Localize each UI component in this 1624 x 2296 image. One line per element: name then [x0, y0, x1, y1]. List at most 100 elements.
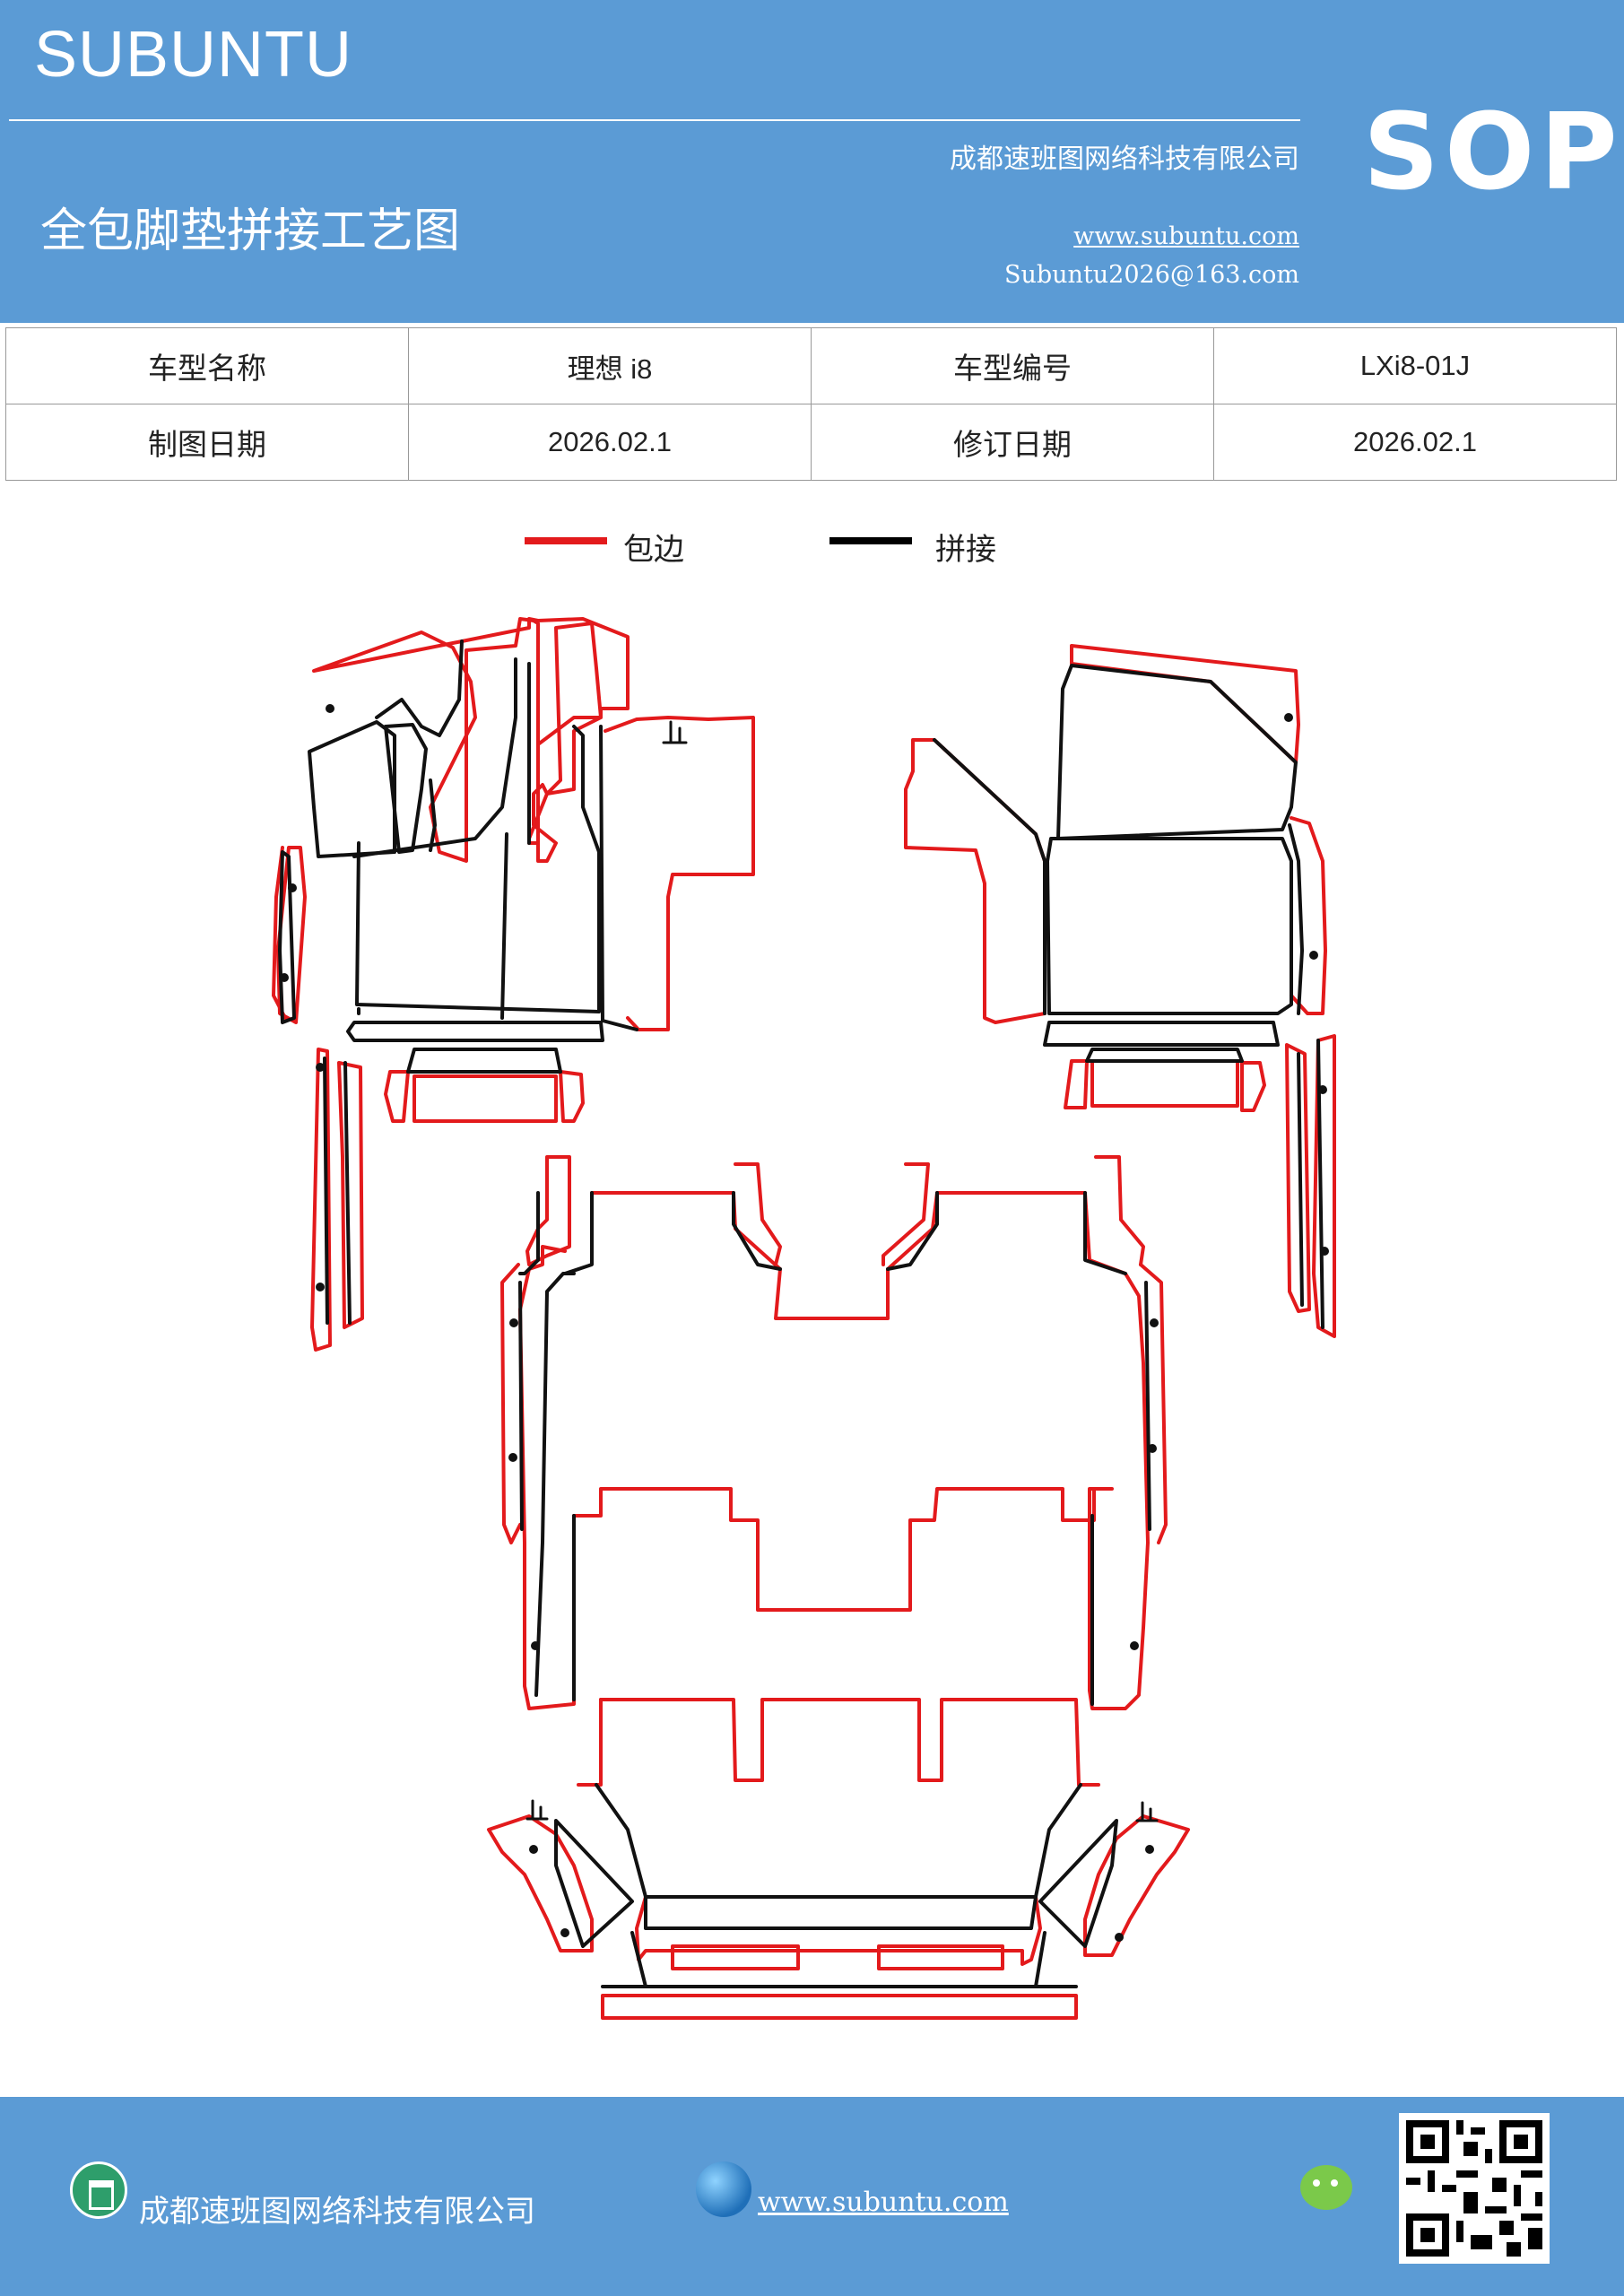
building-icon	[70, 2161, 127, 2219]
label-draw-date: 制图日期	[5, 404, 409, 481]
document-title: 全包脚垫拼接工艺图	[40, 204, 461, 258]
mat-piece-middle-row-main	[518, 1191, 1150, 1710]
seam-driver-left-sill	[278, 850, 296, 1024]
brand-logo-text: SUBUNTU	[34, 19, 353, 91]
clip-dot	[326, 704, 334, 713]
mat-piece-middle-row-right-top	[1094, 1155, 1145, 1266]
clip-dot	[1320, 1247, 1329, 1256]
seam-third-row	[595, 1783, 1082, 1899]
clip-dot	[508, 1453, 517, 1462]
stop-mark	[1135, 1801, 1159, 1822]
legend-label-edge: 包边	[623, 532, 684, 568]
mat-piece-middle-row	[525, 1155, 571, 1266]
mat-piece-front-left-tab	[384, 1070, 410, 1123]
legend: 包边 拼接	[525, 525, 1063, 570]
seam-middle-bottom	[572, 1514, 1094, 1706]
seam-passenger-left-strip	[933, 738, 1046, 1015]
seam-passenger-bottom	[1043, 1021, 1280, 1047]
mat-piece-driver-outer-edge	[312, 617, 630, 863]
header-banner: SUBUNTU 成都速班图网络科技有限公司 全包脚垫拼接工艺图 www.subu…	[0, 0, 1624, 323]
mat-piece-front-right-tab	[559, 1070, 585, 1123]
stop-mark	[525, 1799, 549, 1821]
mat-piece-trunk-slot-l	[671, 1944, 800, 1970]
legend-swatch-edge	[525, 537, 607, 544]
clip-dot	[1284, 713, 1293, 722]
mat-piece-front-left-bar	[413, 1074, 558, 1123]
clip-dot	[531, 1641, 540, 1650]
vehicle-info-table: 车型名称 理想 i8 车型编号 LXi8-01J 制图日期 2026.02.1 …	[5, 327, 1617, 481]
clip-dot	[280, 973, 289, 982]
legend-label-seam: 拼接	[935, 532, 996, 568]
mat-piece-middle-row-right-strip	[1139, 1263, 1168, 1544]
value-revise-date: 2026.02.1	[1213, 404, 1617, 481]
seam-driver-right-edge	[599, 725, 638, 1031]
seam-driver-mid-block	[384, 723, 428, 854]
seam-driver-upper	[375, 639, 464, 852]
clip-dot	[1309, 951, 1318, 960]
seam-driver-sills-bottom	[323, 1057, 352, 1325]
mat-piece-middle-row-ctab-r	[881, 1162, 930, 1266]
seam-middle-center	[732, 1191, 939, 1271]
seam-trunk-wing-r	[1038, 1819, 1118, 1948]
table-row: 制图日期 2026.02.1 修订日期 2026.02.1	[5, 404, 1617, 481]
mat-piece-left-sill-strip	[310, 1048, 332, 1352]
mat-piece-passenger-top-edge	[1070, 644, 1300, 764]
label-revise-date: 修订日期	[811, 404, 1214, 481]
seam-middle-inner-l	[518, 1281, 524, 1531]
clip-dot	[1145, 1845, 1154, 1854]
wechat-icon	[1300, 2165, 1352, 2210]
mat-piece-passenger-side	[1290, 816, 1327, 1015]
mat-piece-passenger-front-bar	[1090, 1059, 1239, 1108]
seam-driver-main-pad	[352, 657, 517, 1020]
seam-trunk-wing-l	[554, 1819, 634, 1948]
seam-driver-bottom-plate	[406, 1048, 562, 1074]
mat-piece-left-sill-strip-2	[337, 1061, 364, 1329]
qr-code	[1399, 2113, 1550, 2264]
value-model-code: LXi8-01J	[1213, 327, 1617, 404]
seam-passenger-main	[1046, 837, 1293, 1015]
seam-passenger-bottom-plate	[1085, 1048, 1244, 1063]
footer-banner: 成都速班图网络科技有限公司 www.subuntu.com	[0, 2097, 1624, 2296]
mat-piece-passenger-front-tab-r	[1240, 1061, 1266, 1112]
seam-driver-left-block	[308, 720, 396, 858]
header-divider	[9, 119, 1300, 121]
mat-piece-third-row-top	[599, 1698, 1100, 1787]
mat-piece-trunk-main	[635, 1895, 1042, 1966]
mat-piece-right-sill-strip	[1285, 1043, 1311, 1313]
clip-dot	[1148, 1444, 1157, 1453]
header-website-link[interactable]: www.subuntu.com	[1073, 222, 1299, 250]
clip-dot	[1130, 1641, 1139, 1650]
mat-piece-trunk-left-wing	[487, 1814, 594, 1952]
label-model-name: 车型名称	[5, 327, 409, 404]
clip-dot	[509, 1318, 518, 1327]
mat-piece-middle-row-ctab-l	[734, 1162, 782, 1266]
mat-piece-trunk-slot-r	[877, 1944, 1004, 1970]
seam-passenger-top	[1056, 664, 1298, 840]
mat-piece-trunk-bottom	[601, 1994, 1078, 2020]
clip-dot	[1318, 1085, 1327, 1094]
seam-driver-bottom	[346, 1021, 604, 1042]
sop-label: SOP	[1363, 90, 1623, 213]
clip-dot	[316, 1283, 325, 1292]
mat-piece-trunk-right-wing	[1083, 1814, 1190, 1957]
legend-swatch-seam	[829, 537, 912, 544]
clip-dot	[1150, 1318, 1159, 1327]
clip-dot	[288, 883, 297, 892]
seam-driver-center	[355, 662, 601, 1015]
clip-dot	[1115, 1933, 1124, 1942]
label-model-code: 车型编号	[811, 327, 1214, 404]
globe-icon	[696, 2161, 751, 2217]
footer-company: 成都速班图网络科技有限公司	[139, 2194, 535, 2230]
mat-piece-driver-heel-edge	[604, 716, 755, 1031]
mat-piece-right-sill-strip-2	[1312, 1034, 1336, 1338]
mat-piece-middle-row-left-strip	[500, 1263, 522, 1544]
mat-piece-passenger-front-tab-l	[1064, 1059, 1089, 1109]
seam-middle-left	[518, 1191, 576, 1697]
seam-middle-main-top	[563, 1191, 1127, 1275]
seam-middle-inner-r	[1144, 1281, 1151, 1531]
clip-dot	[560, 1928, 569, 1937]
header-email: Subuntu2026@163.com	[1004, 261, 1299, 289]
stop-mark	[662, 720, 688, 744]
footer-website-link[interactable]: www.subuntu.com	[758, 2187, 1009, 2218]
